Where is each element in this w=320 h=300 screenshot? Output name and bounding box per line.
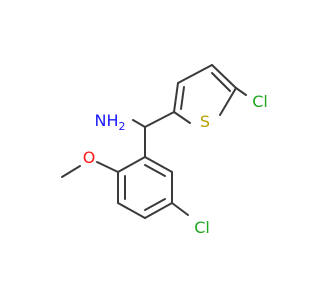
bond <box>144 111 175 128</box>
atom-labels: NH2 S Cl O Cl <box>83 92 268 237</box>
bond <box>144 202 173 219</box>
ether-oxygen-label: O <box>83 148 96 167</box>
bond <box>177 64 213 84</box>
bond <box>132 119 146 128</box>
thiophene-chlorine-label: Cl <box>252 92 268 111</box>
bond <box>96 161 119 173</box>
amine-label: NH2 <box>95 111 126 133</box>
thiophene-sulfur-label: S <box>200 112 210 131</box>
bond <box>219 87 237 116</box>
bond <box>173 82 179 113</box>
bond <box>180 86 185 110</box>
bond <box>61 165 81 178</box>
bond-lines <box>61 64 247 219</box>
bond <box>211 72 231 92</box>
bond <box>173 111 191 124</box>
bond <box>144 198 166 211</box>
bond <box>211 64 237 89</box>
aryl-chlorine-label: Cl <box>194 218 210 237</box>
bond <box>235 87 247 96</box>
bond <box>117 156 146 173</box>
bond <box>171 202 189 216</box>
molecule-structure-canvas: NH2 S Cl O Cl <box>61 64 268 237</box>
bond <box>117 202 146 219</box>
bond <box>144 164 166 177</box>
molecule-structure: NH2 S Cl O Cl <box>61 64 268 237</box>
bond <box>144 156 173 173</box>
